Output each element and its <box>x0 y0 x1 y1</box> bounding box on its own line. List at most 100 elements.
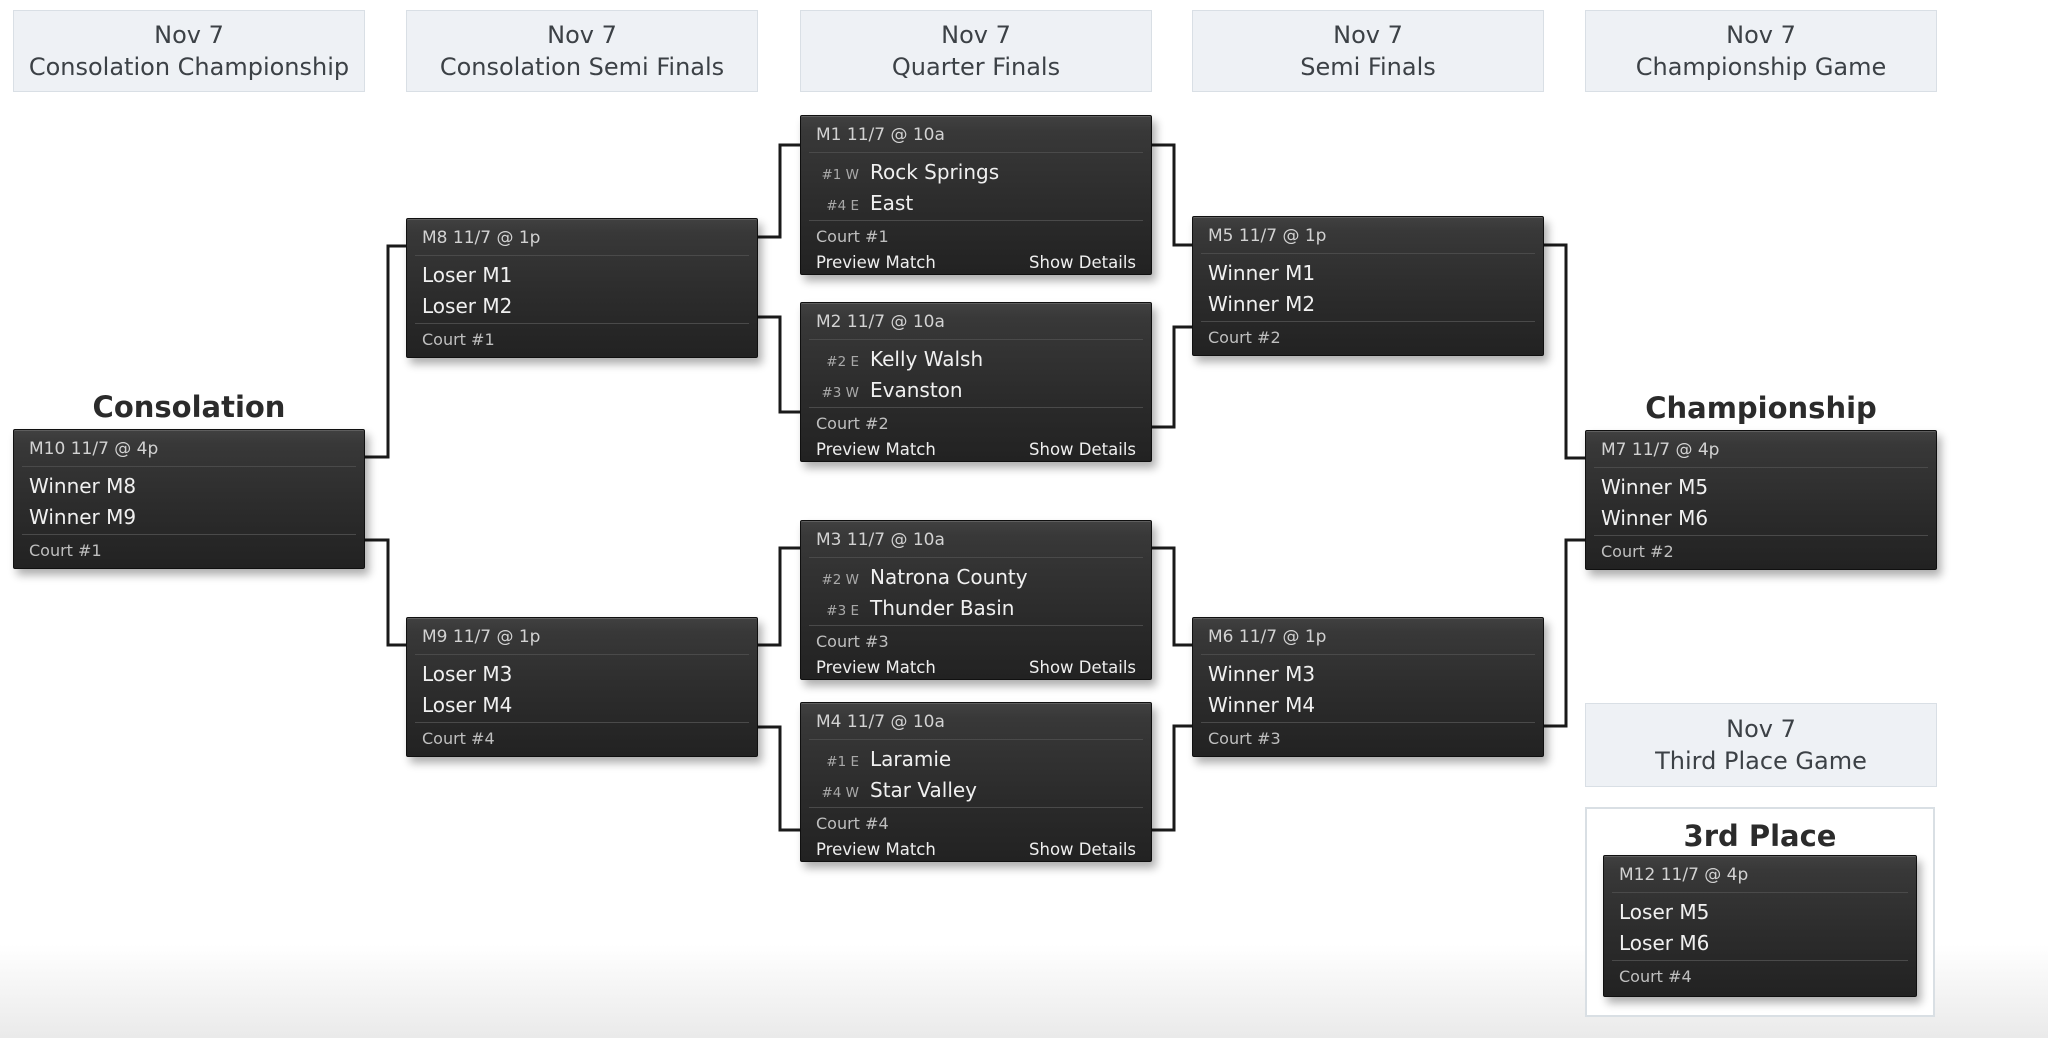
team-row: Winner M1 <box>1193 257 1543 288</box>
team-name: Laramie <box>870 747 952 771</box>
match-card-m9: M9 11/7 @ 1p Loser M3 Loser M4 Court #4 <box>406 617 758 757</box>
show-details-link[interactable]: Show Details <box>1029 253 1136 272</box>
team-row: Winner M5 <box>1586 471 1936 502</box>
match-title: M8 11/7 @ 1p <box>422 228 541 248</box>
match-card-m3: M3 11/7 @ 10a #2 W Natrona County #3 E T… <box>800 520 1152 680</box>
team-row: #4 W Star Valley <box>801 774 1151 805</box>
preview-match-link[interactable]: Preview Match <box>816 440 936 459</box>
team-seed: #2 E <box>826 354 859 370</box>
team-row: Loser M2 <box>407 290 757 321</box>
match-card-m7: M7 11/7 @ 4p Winner M5 Winner M6 Court #… <box>1585 430 1937 570</box>
team-row: Winner M2 <box>1193 288 1543 319</box>
divider <box>415 323 749 324</box>
team-name: Winner M6 <box>1601 506 1709 530</box>
divider <box>1594 535 1928 536</box>
team-name: Kelly Walsh <box>870 347 984 371</box>
team-row: Loser M4 <box>407 689 757 720</box>
match-title: M4 11/7 @ 10a <box>816 712 945 732</box>
divider <box>415 255 749 256</box>
show-details-link[interactable]: Show Details <box>1029 658 1136 677</box>
preview-match-link[interactable]: Preview Match <box>816 840 936 859</box>
round-name: Semi Finals <box>1300 53 1436 81</box>
round-header-semi-finals: Nov 7 Semi Finals <box>1192 10 1544 92</box>
team-seed: #1 W <box>821 167 859 183</box>
round-date: Nov 7 <box>941 21 1011 49</box>
round-date: Nov 7 <box>1726 715 1796 743</box>
round-date: Nov 7 <box>547 21 617 49</box>
team-name: Winner M2 <box>1208 292 1316 316</box>
team-seed: #3 W <box>821 385 859 401</box>
divider <box>1612 960 1908 961</box>
divider <box>809 807 1143 808</box>
team-name: Natrona County <box>870 565 1028 589</box>
divider <box>1201 654 1535 655</box>
team-seed: #4 W <box>821 785 859 801</box>
match-title: M9 11/7 @ 1p <box>422 627 541 647</box>
divider <box>1201 253 1535 254</box>
team-row: Winner M6 <box>1586 502 1936 533</box>
round-header-consolation-semi-finals: Nov 7 Consolation Semi Finals <box>406 10 758 92</box>
team-row: Winner M3 <box>1193 658 1543 689</box>
team-row: #3 W Evanston <box>801 374 1151 405</box>
team-name: Loser M1 <box>422 263 513 287</box>
team-row: Loser M6 <box>1604 927 1916 958</box>
team-row: #3 E Thunder Basin <box>801 592 1151 623</box>
match-card-m5: M5 11/7 @ 1p Winner M1 Winner M2 Court #… <box>1192 216 1544 356</box>
match-card-m4: M4 11/7 @ 10a #1 E Laramie #4 W Star Val… <box>800 702 1152 862</box>
show-details-link[interactable]: Show Details <box>1029 440 1136 459</box>
team-row: Winner M9 <box>14 501 364 532</box>
team-row: Winner M8 <box>14 470 364 501</box>
third-place-heading: 3rd Place <box>1683 819 1837 853</box>
round-header-third-place-game: Nov 7 Third Place Game <box>1585 703 1937 787</box>
team-name: Loser M5 <box>1619 900 1710 924</box>
divider <box>809 625 1143 626</box>
court-label: Court #2 <box>816 414 889 433</box>
team-name: Winner M4 <box>1208 693 1316 717</box>
court-label: Court #4 <box>422 729 495 748</box>
match-card-m8: M8 11/7 @ 1p Loser M1 Loser M2 Court #1 <box>406 218 758 358</box>
court-label: Court #3 <box>1208 729 1281 748</box>
court-label: Court #2 <box>1601 542 1674 561</box>
team-seed: #4 E <box>826 198 859 214</box>
divider <box>1201 722 1535 723</box>
divider <box>809 339 1143 340</box>
team-name: Rock Springs <box>870 160 1000 184</box>
divider <box>22 534 356 535</box>
match-title: M1 11/7 @ 10a <box>816 125 945 145</box>
court-label: Court #1 <box>29 541 102 560</box>
team-name: Star Valley <box>870 778 978 802</box>
match-title: M7 11/7 @ 4p <box>1601 440 1720 460</box>
third-place-panel: 3rd Place M12 11/7 @ 4p Loser M5 Loser M… <box>1585 807 1935 1017</box>
team-name: Thunder Basin <box>870 596 1015 620</box>
preview-match-link[interactable]: Preview Match <box>816 253 936 272</box>
court-label: Court #4 <box>1619 967 1692 986</box>
team-row: #2 E Kelly Walsh <box>801 343 1151 374</box>
divider <box>809 557 1143 558</box>
match-title: M3 11/7 @ 10a <box>816 530 945 550</box>
team-row: #1 W Rock Springs <box>801 156 1151 187</box>
championship-heading: Championship <box>1645 391 1877 425</box>
court-label: Court #4 <box>816 814 889 833</box>
round-name: Third Place Game <box>1655 747 1867 775</box>
team-row: Loser M1 <box>407 259 757 290</box>
round-name: Quarter Finals <box>891 53 1061 81</box>
match-card-m12: M12 11/7 @ 4p Loser M5 Loser M6 Court #4 <box>1603 855 1917 997</box>
match-title: M2 11/7 @ 10a <box>816 312 945 332</box>
team-seed: #3 E <box>826 603 859 619</box>
preview-match-link[interactable]: Preview Match <box>816 658 936 677</box>
team-row: #4 E East <box>801 187 1151 218</box>
round-date: Nov 7 <box>154 21 224 49</box>
team-row: Winner M4 <box>1193 689 1543 720</box>
divider <box>809 220 1143 221</box>
team-row: Loser M5 <box>1604 896 1916 927</box>
show-details-link[interactable]: Show Details <box>1029 840 1136 859</box>
team-row: #2 W Natrona County <box>801 561 1151 592</box>
round-date: Nov 7 <box>1726 21 1796 49</box>
team-seed: #2 W <box>821 572 859 588</box>
match-title: M6 11/7 @ 1p <box>1208 627 1327 647</box>
divider <box>1612 892 1908 893</box>
divider <box>809 407 1143 408</box>
team-row: Loser M3 <box>407 658 757 689</box>
